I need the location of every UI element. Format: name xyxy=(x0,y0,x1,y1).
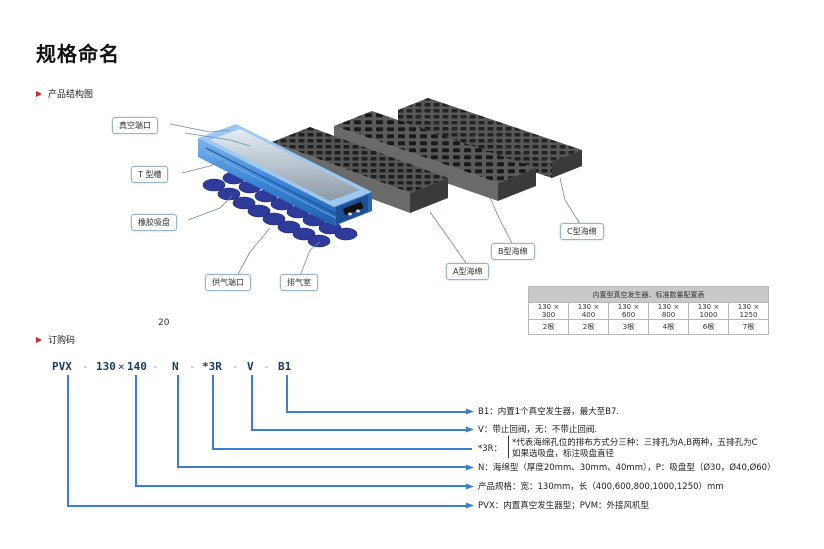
connector-line xyxy=(135,375,137,486)
table-row-counts: 2根 2根 3根 4根 6根 7根 xyxy=(528,319,769,335)
connector-line xyxy=(67,505,470,507)
desc-r-prefix: *3R： xyxy=(478,444,503,454)
section-arrow-icon xyxy=(36,90,42,97)
vacuum-generator-body xyxy=(198,124,372,226)
table-cell: 130 × 800 xyxy=(648,302,689,320)
arrow-icon xyxy=(466,426,474,433)
table-cell: 7根 xyxy=(728,319,769,335)
callout-exhaust-chamber: 排气室 xyxy=(280,274,318,291)
table-cell: 6根 xyxy=(688,319,729,335)
connector-line xyxy=(135,485,470,487)
desc-r-bracket xyxy=(508,436,509,458)
desc-size: 产品规格：宽：130mm，长（400,600,800,1000,1250）mm xyxy=(478,482,724,492)
table-cell: 4根 xyxy=(648,319,689,335)
page-number: 20 xyxy=(158,318,170,328)
callout-sponge-a: A型海绵 xyxy=(446,263,490,280)
connector-line xyxy=(251,375,253,430)
desc-n: N：海绵型（厚度20mm、30mm、40mm），P：吸盘型（Ø30，Ø40,Ø6… xyxy=(478,463,776,473)
table-cell: 130 × 1000 xyxy=(688,302,729,320)
connector-line xyxy=(67,375,69,506)
connector-line xyxy=(177,375,179,467)
section-arrow-icon xyxy=(36,336,42,343)
arrow-icon xyxy=(466,483,474,490)
code-holes: *3R xyxy=(202,360,222,373)
page-title: 规格命名 xyxy=(36,42,120,66)
table-cell: 130 × 1250 xyxy=(728,302,769,320)
arrow-icon xyxy=(466,502,474,509)
callout-vacuum-port: 真空端口 xyxy=(112,117,158,134)
section-order-label: 订购码 xyxy=(48,336,76,346)
table-cell: 130 × 300 xyxy=(528,302,569,320)
desc-r-line1: *代表海绵孔位的排布方式分三种：三排孔为A,B两种，五排孔为C xyxy=(512,438,758,448)
table-row-sizes: 130 × 300 130 × 400 130 × 600 130 × 800 … xyxy=(528,302,769,320)
code-sep: - xyxy=(189,360,196,373)
connector-arrowheads xyxy=(466,408,474,509)
code-length: 140 xyxy=(127,360,147,373)
code-valve: V xyxy=(247,360,254,373)
code-sep: - xyxy=(232,360,239,373)
sponge-b xyxy=(334,111,536,201)
section-structure-label: 产品结构图 xyxy=(48,90,94,100)
connector-line xyxy=(286,411,470,413)
connector-line xyxy=(251,429,470,431)
callout-sponge-b: B型海绵 xyxy=(491,243,535,260)
arrow-icon xyxy=(466,464,474,471)
desc-v: V：带止回阀，无：不带止回阀. xyxy=(478,425,598,435)
callout-t-slot: T 型槽 xyxy=(131,166,169,183)
connector-line xyxy=(212,448,472,450)
code-type: N xyxy=(172,360,179,373)
config-table-header: 内置型真空发生器、标准数量配置表 xyxy=(528,286,769,303)
code-sep: - xyxy=(263,360,270,373)
table-cell: 2根 xyxy=(568,319,609,335)
table-cell: 130 × 600 xyxy=(608,302,649,320)
table-cell: 2根 xyxy=(528,319,569,335)
callout-air-supply-port: 供气端口 xyxy=(205,274,251,291)
config-table: 内置型真空发生器、标准数量配置表 130 × 300 130 × 400 130… xyxy=(528,286,769,335)
table-cell: 130 × 400 xyxy=(568,302,609,320)
section-structure: 产品结构图 xyxy=(36,87,93,100)
connector-line xyxy=(177,466,470,468)
connector-line xyxy=(286,375,288,412)
code-width: 130 xyxy=(96,360,116,373)
table-cell: 3根 xyxy=(608,319,649,335)
desc-r-line2: 如果选吸盘，标注吸盘直径 xyxy=(512,449,615,459)
code-generator: B1 xyxy=(278,360,292,373)
section-order: 订购码 xyxy=(36,333,75,346)
code-sep: - xyxy=(152,360,159,373)
code-sep-x: × xyxy=(118,360,125,373)
desc-b1: B1：内置1个真空发生器，最大至B7. xyxy=(478,407,620,417)
callout-leaders xyxy=(169,123,583,277)
callout-sponge-c: C型海绵 xyxy=(560,223,604,240)
connector-line xyxy=(212,375,214,449)
code-sep: - xyxy=(82,360,89,373)
code-pvx: PVX xyxy=(52,360,72,373)
callout-rubber-cup: 橡胶吸盘 xyxy=(131,214,177,231)
arrow-icon xyxy=(466,408,474,415)
desc-pvx: PVX：内置真空发生器型；PVM：外接风机型 xyxy=(478,501,650,511)
